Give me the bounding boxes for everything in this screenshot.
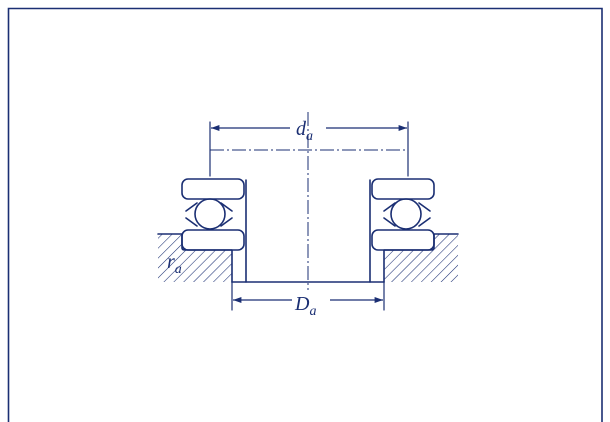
bearing-right-section (371, 178, 435, 251)
label-da-sub: a (306, 129, 313, 144)
label-Da-main: D (294, 293, 310, 315)
label-ra: ra (167, 251, 182, 277)
frame-border (7, 7, 603, 422)
label-Da: Da (294, 293, 316, 319)
label-Da-sub: a (309, 304, 316, 319)
label-ra-sub: a (175, 262, 182, 277)
bearing-left-section (181, 178, 245, 251)
da-extension-lines (209, 121, 409, 177)
shaft-outline (231, 179, 385, 283)
housing-right (383, 233, 459, 283)
label-da: da (296, 118, 313, 144)
label-da-main: d (296, 118, 307, 140)
Da-extension-lines (231, 281, 385, 311)
label-ra-main: r (167, 251, 175, 273)
